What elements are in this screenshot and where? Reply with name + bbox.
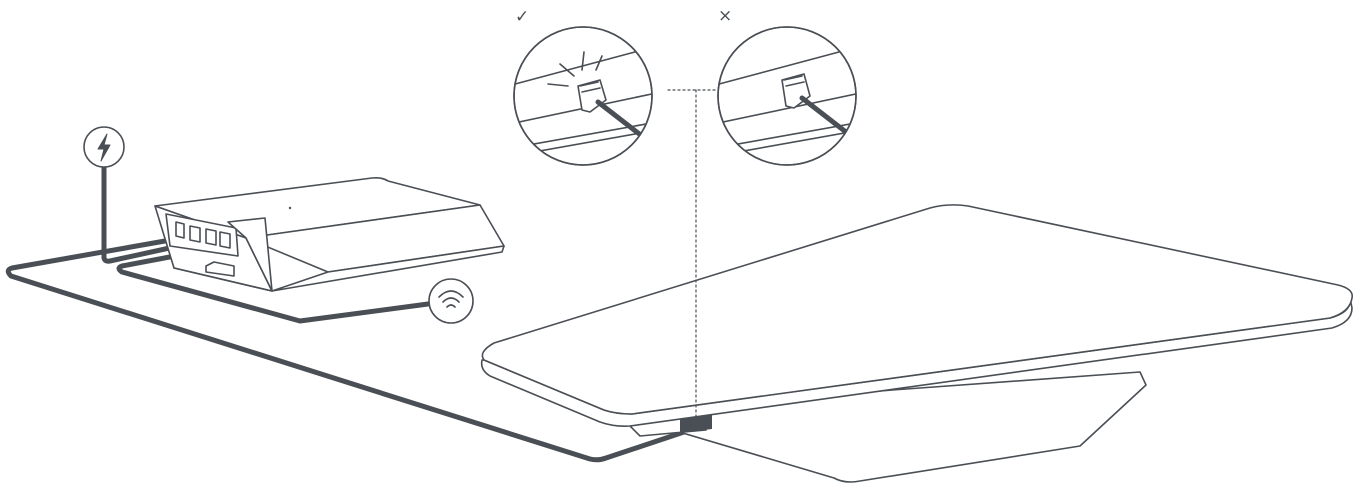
check-icon: ✓ [515, 7, 530, 27]
tablet-screen [481, 204, 1354, 415]
tablet-stand [611, 371, 1147, 483]
correct-connection-callout [513, 26, 653, 166]
cross-icon: × [718, 6, 733, 26]
wifi-icon [428, 278, 474, 324]
incorrect-connection-callout [717, 26, 857, 166]
router-device [154, 177, 505, 292]
ethernet-cable-to-dock [5, 235, 711, 463]
power-cable [101, 159, 211, 264]
internet-cable [116, 245, 431, 324]
callout-leaders [667, 89, 723, 426]
power-bolt-icon [83, 126, 125, 168]
tablet-device [480, 204, 1354, 483]
cables [5, 159, 711, 463]
